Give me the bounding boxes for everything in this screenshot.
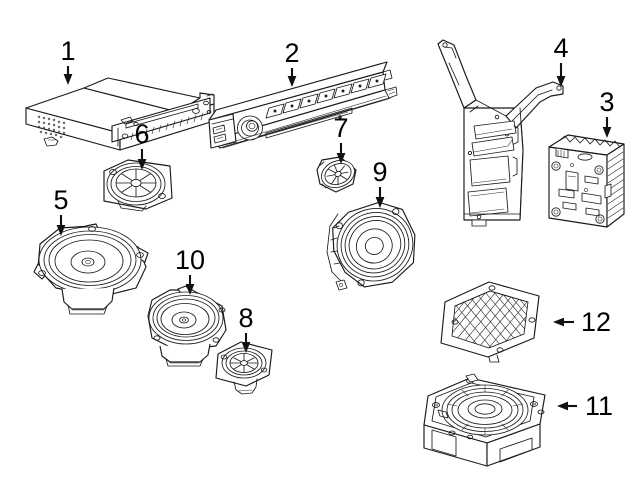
part-rear-door-speaker xyxy=(147,285,227,367)
callout-label-9: 9 xyxy=(372,157,387,187)
grille-mesh-pattern xyxy=(452,291,528,348)
part-amplifier-mounting-bracket xyxy=(437,39,564,227)
part-tweeter-speaker xyxy=(316,156,357,193)
callout-label-2: 2 xyxy=(284,38,299,68)
callout-leaders xyxy=(56,63,612,411)
part-radio-head-unit xyxy=(25,77,215,151)
callout-label-8: 8 xyxy=(238,303,253,333)
callout-label-4: 4 xyxy=(553,33,568,63)
part-speaker-grille-mesh xyxy=(440,281,540,363)
part-audio-control-panel xyxy=(208,61,398,149)
callout-label-5: 5 xyxy=(53,185,68,215)
callout-label-6: 6 xyxy=(134,119,149,149)
callout-label-11: 11 xyxy=(585,391,613,421)
part-angled-door-speaker xyxy=(326,201,416,291)
callout-label-3: 3 xyxy=(599,87,614,117)
part-front-door-woofer-speaker xyxy=(33,223,149,315)
callout-label-1: 1 xyxy=(60,36,75,66)
callout-label-10: 10 xyxy=(175,245,205,275)
part-midrange-speaker xyxy=(103,159,173,212)
preset-buttons xyxy=(265,73,387,119)
callout-numbers: 1 2 3 4 5 6 7 8 9 10 11 12 xyxy=(53,33,614,421)
callout-label-12: 12 xyxy=(581,307,611,337)
part-small-square-speaker xyxy=(215,341,273,395)
callout-label-7: 7 xyxy=(333,113,348,143)
part-subwoofer-enclosure xyxy=(423,373,546,467)
part-amplifier-module xyxy=(548,134,625,228)
